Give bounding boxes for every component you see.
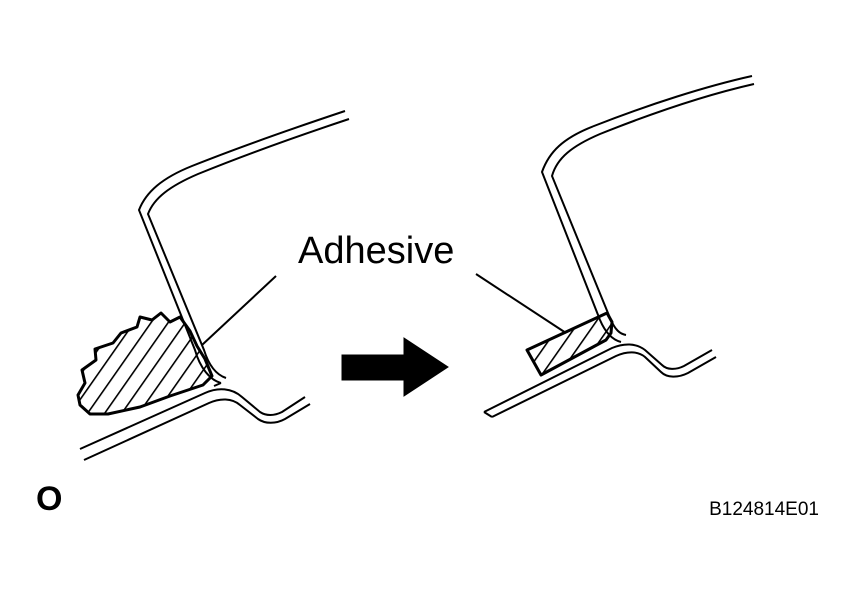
left-body-flange-outer xyxy=(79,388,306,450)
right-leader-line xyxy=(475,273,567,334)
right-adhesive-bead xyxy=(525,311,614,377)
left-flange-edge xyxy=(213,382,222,387)
corner-mark: O xyxy=(36,480,62,518)
figure-id: B124814E01 xyxy=(709,499,819,520)
right-flange-end xyxy=(483,411,493,418)
left-window-inner-line xyxy=(146,118,350,379)
after-panel xyxy=(475,75,755,418)
right-window-inner-line xyxy=(550,83,755,336)
adhesive-label: Adhesive xyxy=(298,230,454,272)
left-body-flange-inner xyxy=(83,398,311,461)
right-arrow-icon xyxy=(341,337,449,397)
left-leader-line xyxy=(201,275,277,346)
right-body-flange-inner xyxy=(491,351,717,418)
before-panel: O xyxy=(36,110,350,518)
right-body-flange-outer xyxy=(483,343,713,413)
left-adhesive-blob xyxy=(76,311,214,416)
